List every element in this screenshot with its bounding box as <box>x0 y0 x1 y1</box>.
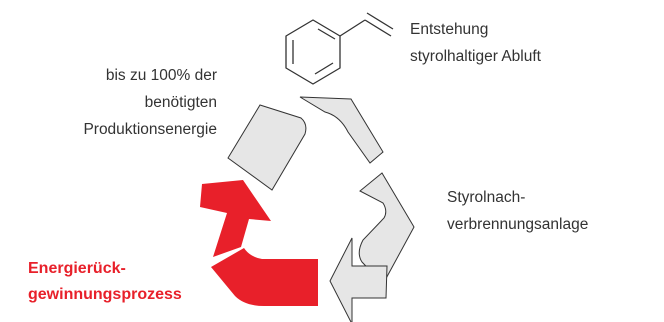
arrow-top-left-head <box>299 96 384 164</box>
label-right-line-2: verbrennungsanlage <box>447 216 589 233</box>
arrow-red-tail <box>211 248 318 306</box>
benzene-inner-bond-1 <box>317 28 336 40</box>
vinyl-double-bond-2 <box>366 12 394 30</box>
styrene-molecule-icon <box>285 12 394 85</box>
label-left-line-3: Produktionsenergie <box>83 121 217 138</box>
arrow-top-left-tail <box>227 104 307 191</box>
benzene-inner-bond-2 <box>314 62 334 75</box>
label-left-production-energy: bis zu 100% der benötigten Produktionsen… <box>83 62 217 143</box>
benzene-ring <box>285 19 341 85</box>
label-left-line-1: bis zu 100% der <box>105 67 217 84</box>
vinyl-bond <box>339 19 366 37</box>
arrow-red-head <box>200 180 271 257</box>
vinyl-double-bond-1 <box>364 19 392 37</box>
label-right-afterburner: Styrolnach- verbrennungsanlage <box>447 184 588 238</box>
arrow-right-head <box>329 237 388 322</box>
label-bottom-line-1: Energierück- <box>28 260 126 277</box>
label-bottom-line-2: gewinnungsprozess <box>28 286 182 303</box>
cycle-arrow-red <box>200 180 318 306</box>
label-bottom-energy-recovery: Energierück- gewinnungsprozess <box>28 256 182 308</box>
label-right-line-1: Styrolnach- <box>447 189 526 206</box>
label-left-line-2: benötigten <box>144 94 217 111</box>
arrow-right-tail <box>358 172 415 285</box>
label-top-line-1: Entstehung <box>410 21 489 38</box>
cycle-arrow-right <box>329 172 415 322</box>
label-top-exhaust-formation: Entstehung styrolhaltiger Abluft <box>410 16 541 70</box>
label-top-line-2: styrolhaltiger Abluft <box>410 48 541 65</box>
cycle-arrow-top-left <box>227 96 384 191</box>
